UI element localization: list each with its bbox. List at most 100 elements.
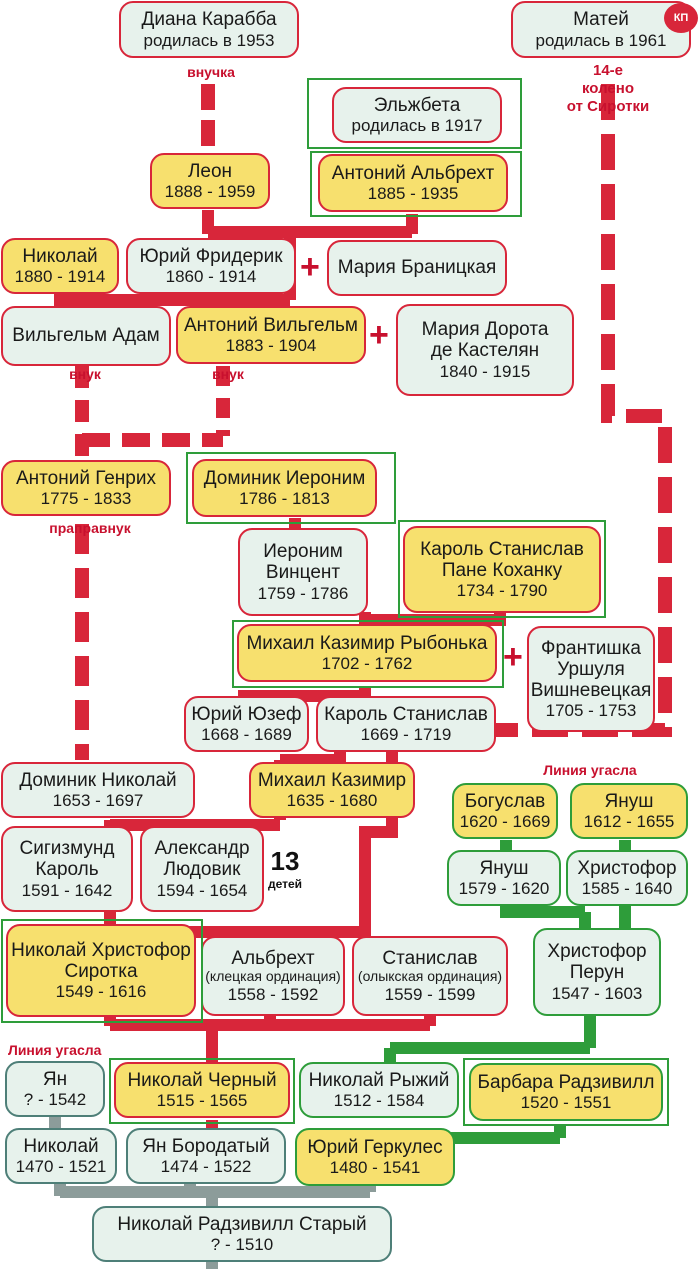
person-nikolay-cherny[interactable]: Николай Черный 1515 - 1565 [114, 1062, 290, 1118]
person-name: Доминик Николай [19, 769, 177, 791]
label-line-extinct: Линия угасла [8, 1042, 102, 1058]
person-antoniy-albreht[interactable]: Антоний Альбрехт 1885 - 1935 [318, 154, 508, 212]
person-years: 1520 - 1551 [520, 1093, 612, 1113]
person-years: родилась в 1953 [143, 30, 275, 50]
person-yuriy-friderik[interactable]: Юрий Фридерик 1860 - 1914 [126, 238, 296, 294]
person-name: Николай [23, 1135, 99, 1157]
person-name: Сигизмунд [19, 838, 115, 860]
person-years: 1558 - 1592 [227, 984, 319, 1004]
person-years: 1669 - 1719 [360, 725, 452, 745]
person-name: Доминик Иероним [203, 467, 366, 489]
children-count: 13 детей [264, 846, 306, 891]
person-mihail-1635[interactable]: Михаил Казимир 1635 - 1680 [249, 762, 415, 818]
person-matey[interactable]: Матей родилась в 1961 [511, 1, 691, 58]
person-albreht[interactable]: Альбрехт (клецкая ординация) 1558 - 1592 [201, 936, 345, 1016]
person-name: Януш [604, 790, 654, 812]
person-years: 1594 - 1654 [156, 880, 248, 900]
person-nikolay-1470[interactable]: Николай 1470 - 1521 [5, 1128, 117, 1184]
person-leon[interactable]: Леон 1888 - 1959 [150, 153, 270, 209]
person-name: Мария Браницкая [337, 257, 497, 279]
person-name: Николай [22, 245, 98, 267]
person-sigizmund[interactable]: Сигизмунд Кароль 1591 - 1642 [1, 826, 133, 912]
person-name-line2: Сиротка [64, 960, 138, 982]
person-name: Антоний Вильгельм [184, 314, 358, 336]
person-dominik-nikolay[interactable]: Доминик Николай 1653 - 1697 [1, 762, 195, 818]
person-name: Матей [573, 9, 629, 31]
person-hristofor-1585[interactable]: Христофор 1585 - 1640 [566, 850, 688, 906]
person-ieronim-vintsent[interactable]: Иероним Винцент 1759 - 1786 [238, 528, 368, 616]
person-name: Николай Рыжий [308, 1069, 450, 1091]
marriage-plus-icon: + [503, 638, 523, 676]
person-name: Януш [479, 857, 529, 879]
label-vnuchka: внучка [187, 64, 235, 80]
person-mihail-rybonka[interactable]: Михаил Казимир Рыбонька 1702 - 1762 [237, 624, 497, 682]
person-frantishka[interactable]: Франтишка Уршуля Вишневецкая 1705 - 1753 [527, 626, 655, 732]
person-years: 1840 - 1915 [439, 361, 531, 381]
person-vilgelm-adam[interactable]: Вильгельм Адам [1, 306, 171, 366]
person-name: Альбрехт [231, 948, 315, 970]
marriage-plus-icon: + [369, 316, 389, 354]
person-ordinance: (клецкая ординация) [205, 968, 341, 985]
person-years: 1474 - 1522 [160, 1157, 252, 1177]
person-name: Мария Дорота [421, 319, 549, 341]
person-years: 1579 - 1620 [458, 879, 550, 899]
person-aleksandr[interactable]: Александр Людовик 1594 - 1654 [140, 826, 264, 912]
person-yuriy-gerkules[interactable]: Юрий Геркулес 1480 - 1541 [295, 1128, 455, 1186]
newspaper-logo: КП [664, 3, 698, 33]
person-years: 1860 - 1914 [165, 267, 257, 287]
person-nikolay-1880[interactable]: Николай 1880 - 1914 [1, 238, 119, 294]
person-nikolay-stary[interactable]: Николай Радзивилл Старый ? - 1510 [92, 1206, 392, 1262]
person-antoniy-genrih[interactable]: Антоний Генрих 1775 - 1833 [1, 460, 171, 516]
person-barbara[interactable]: Барбара Радзивилл 1520 - 1551 [469, 1063, 663, 1121]
person-name: Богуслав [464, 790, 546, 812]
person-yuriy-yuzef[interactable]: Юрий Юзеф 1668 - 1689 [184, 696, 309, 752]
person-years: 1480 - 1541 [329, 1158, 421, 1178]
person-name: Христофор [547, 941, 647, 963]
person-years: 1559 - 1599 [384, 984, 476, 1004]
person-nikolay-sirotka[interactable]: Николай Христофор Сиротка 1549 - 1616 [6, 924, 196, 1017]
person-maria-dorota[interactable]: Мария Дорота де Кастелян 1840 - 1915 [396, 304, 574, 396]
person-years: 1470 - 1521 [15, 1157, 107, 1177]
person-antoniy-vilgelm[interactable]: Антоний Вильгельм 1883 - 1904 [176, 306, 366, 364]
person-name-line2: Пане Коханку [441, 559, 563, 581]
person-name: Антоний Альбрехт [331, 162, 495, 184]
person-years: родилась в 1961 [535, 30, 667, 50]
person-name: Николай Радзивилл Старый [117, 1213, 367, 1235]
person-elzbeta[interactable]: Эльжбета родилась в 1917 [332, 87, 502, 143]
person-name: Михаил Казимир [257, 769, 407, 791]
person-years: 1515 - 1565 [156, 1091, 248, 1111]
children-count-word: детей [267, 877, 303, 891]
person-stanislav[interactable]: Станислав (олыкская ординация) 1559 - 15… [352, 936, 508, 1016]
person-name-line2: де Кастелян [430, 340, 540, 362]
person-years: 1705 - 1753 [545, 701, 637, 721]
person-years: 1549 - 1616 [55, 982, 147, 1002]
person-name: Антоний Генрих [16, 467, 156, 489]
person-name: Христофор [577, 857, 677, 879]
person-diana[interactable]: Диана Карабба родилась в 1953 [119, 1, 299, 58]
person-years: 1759 - 1786 [257, 583, 349, 603]
person-years: 1885 - 1935 [367, 184, 459, 204]
person-nikolay-ryzhiy[interactable]: Николай Рыжий 1512 - 1584 [299, 1062, 459, 1118]
person-yanush-1612[interactable]: Януш 1612 - 1655 [570, 783, 688, 839]
person-years: 1786 - 1813 [239, 489, 330, 509]
person-yan-borodaty[interactable]: Ян Бородатый 1474 - 1522 [126, 1128, 286, 1184]
person-hristofor-perun[interactable]: Христофор Перун 1547 - 1603 [533, 928, 661, 1016]
person-dominik-ieronim[interactable]: Доминик Иероним 1786 - 1813 [192, 459, 377, 517]
person-years: 1612 - 1655 [583, 812, 675, 832]
person-boguslav[interactable]: Богуслав 1620 - 1669 [452, 783, 558, 839]
person-years: 1591 - 1642 [21, 880, 113, 900]
person-name: Юрий Юзеф [191, 703, 302, 725]
person-years: 1668 - 1689 [201, 725, 292, 745]
person-years: 1888 - 1959 [164, 182, 256, 202]
person-karol-1669[interactable]: Кароль Станислав 1669 - 1719 [316, 696, 496, 752]
person-name: Николай Христофор [11, 939, 191, 961]
person-karol-panie-kohanku[interactable]: Кароль Станислав Пане Коханку 1734 - 179… [403, 526, 601, 613]
person-years: 1620 - 1669 [459, 812, 551, 832]
marriage-plus-icon: + [300, 248, 320, 286]
person-maria-branitskaya[interactable]: Мария Браницкая [327, 240, 507, 296]
person-name: Ян Бородатый [142, 1135, 270, 1157]
person-name: Кароль Станислав [324, 703, 488, 725]
person-yanush-1579[interactable]: Януш 1579 - 1620 [447, 850, 561, 906]
person-ordinance: (олыкская ординация) [357, 968, 503, 985]
person-yan-1542[interactable]: Ян ? - 1542 [5, 1061, 105, 1117]
